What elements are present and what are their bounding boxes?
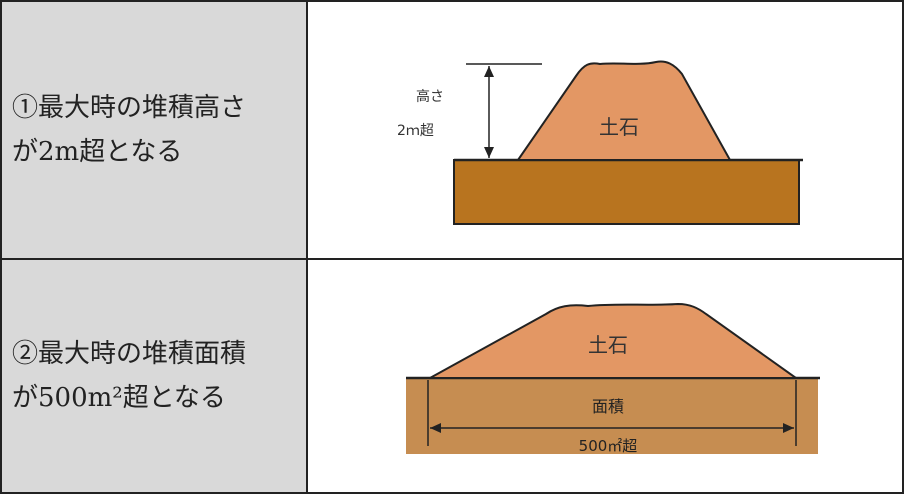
area-arrow-left <box>430 423 441 433</box>
diagram-cell-area: 土石 面積 500㎡超 <box>306 258 904 494</box>
ground-layer <box>453 159 800 225</box>
height-diagram: 土石 高さ 2ｍ超 <box>397 60 803 225</box>
ground-layer <box>406 378 818 454</box>
condition-cell-height: ①最大時の堆積高さ が2m超となる <box>0 0 306 258</box>
height-label-2: 2ｍ超 <box>397 123 434 139</box>
condition-cell-area: ②最大時の堆積面積 が500m²超となる <box>0 258 306 494</box>
height-arrow-up <box>484 66 494 77</box>
height-label-1: 高さ <box>416 88 444 105</box>
area-arrow-right <box>783 423 794 433</box>
condition-text-height: ①最大時の堆積高さ が2m超となる <box>12 93 247 167</box>
condition-text-area: ②最大時の堆積面積 が500m²超となる <box>12 339 247 413</box>
area-label: 面積 <box>592 397 624 416</box>
area-diagram: 土石 面積 500㎡超 <box>406 302 820 455</box>
soil-pile <box>516 60 732 161</box>
height-arrow-down <box>484 147 494 158</box>
area-value-label: 500㎡超 <box>579 437 638 455</box>
diagram-cell-height: 土石 高さ 2ｍ超 <box>306 0 904 258</box>
pile-label: 土石 <box>588 333 628 357</box>
pile-label: 土石 <box>599 115 639 139</box>
soil-pile <box>429 302 800 379</box>
